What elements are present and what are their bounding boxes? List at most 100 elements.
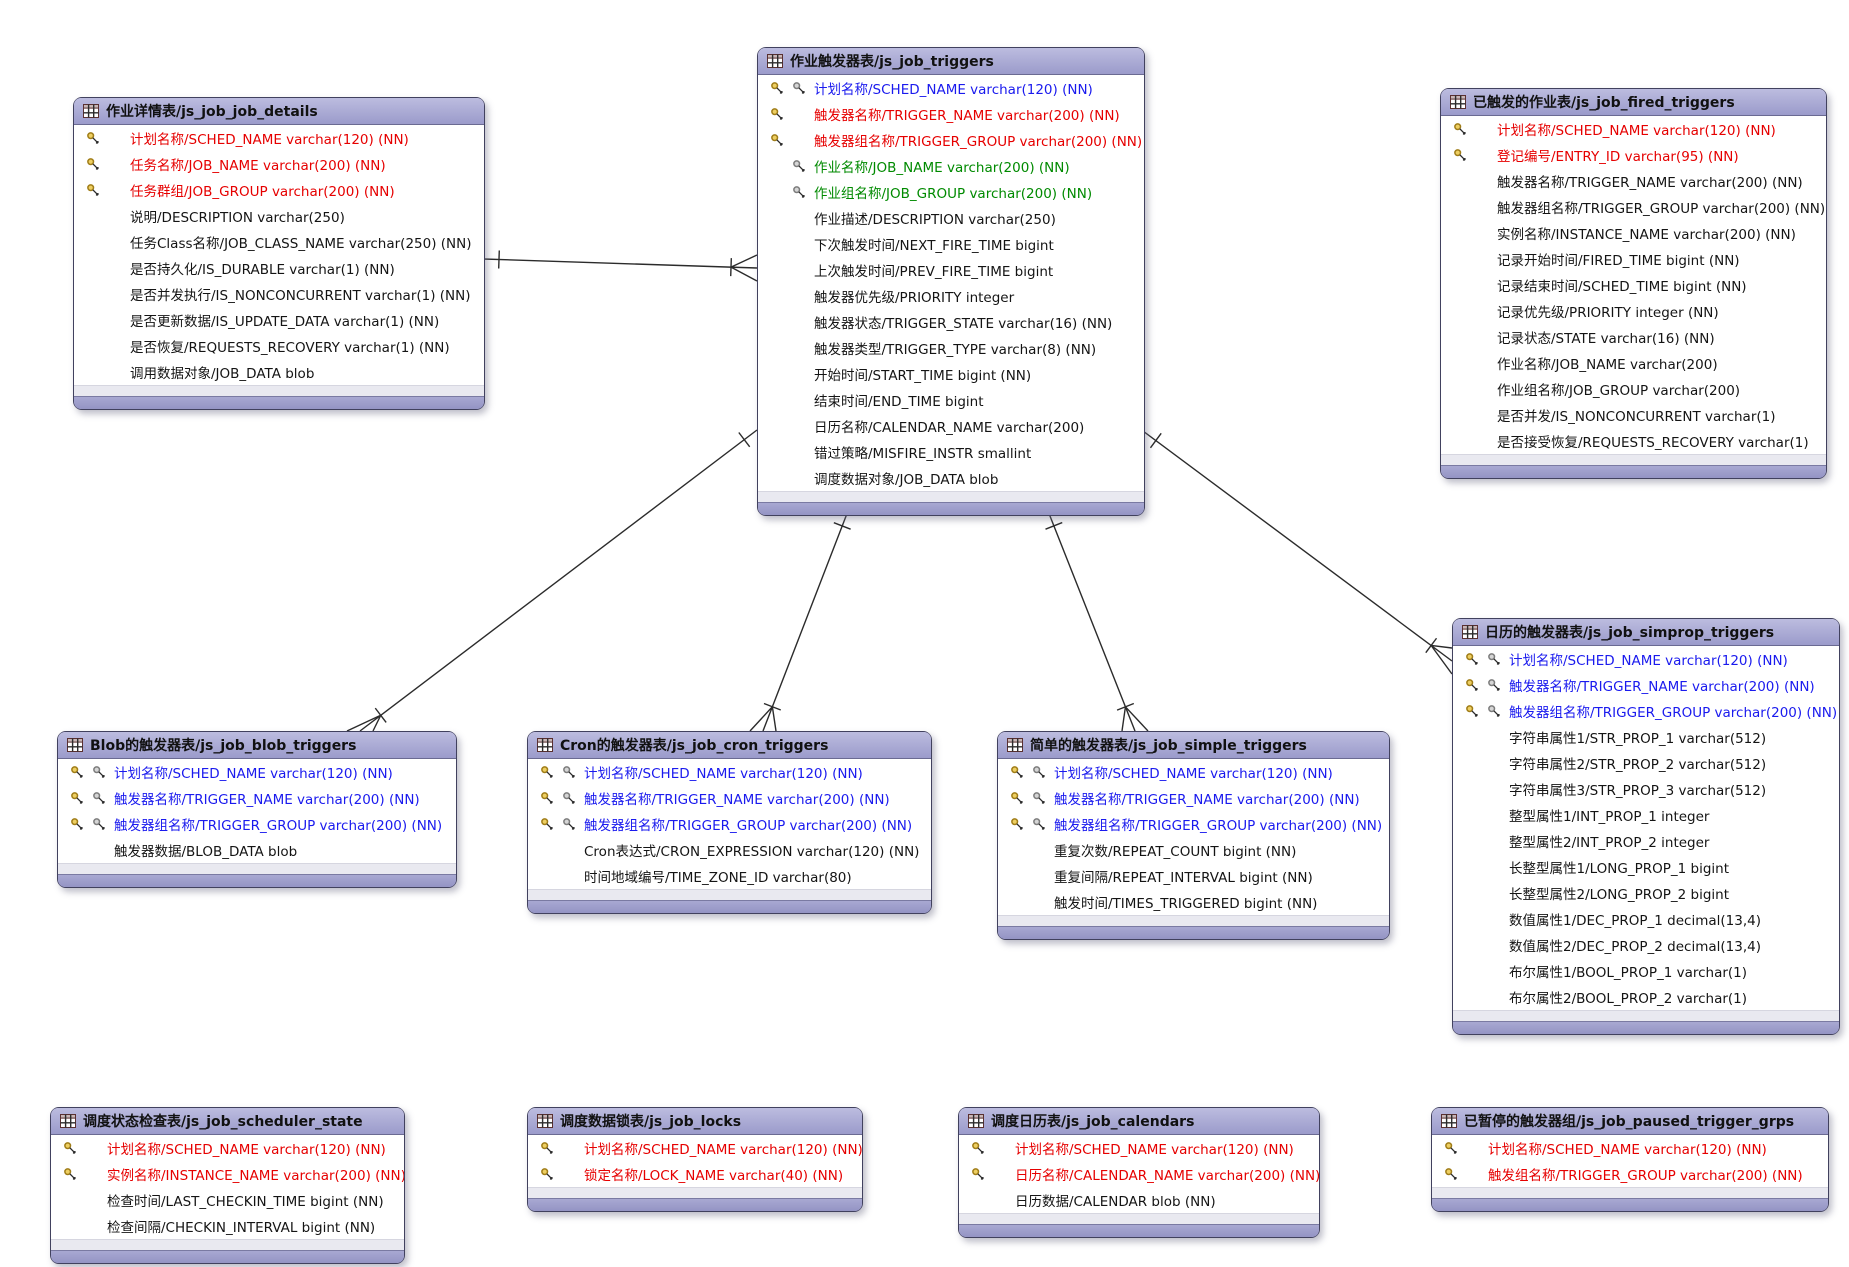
field-row[interactable]: 作业名称/JOB_NAME varchar(200) (NN) [758, 153, 1144, 179]
table-js_job_locks[interactable]: 调度数据锁表/js_job_locks 计划名称/SCHED_NAME va [527, 1107, 863, 1212]
field-row[interactable]: 数值属性2/DEC_PROP_2 decimal(13,4) [1453, 932, 1839, 958]
field-row[interactable]: 触发器组名称/TRIGGER_GROUP varchar(200) (NN) [58, 811, 456, 837]
table-js_job_simprop_triggers[interactable]: 日历的触发器表/js_job_simprop_triggers 计划名称/S [1452, 618, 1840, 1035]
field-row[interactable]: Cron表达式/CRON_EXPRESSION varchar(120) (NN… [528, 837, 931, 863]
field-row[interactable]: 任务群组/JOB_GROUP varchar(200) (NN) [74, 177, 484, 203]
table-header[interactable]: 作业触发器表/js_job_triggers [758, 48, 1144, 75]
field-row[interactable]: 整型属性2/INT_PROP_2 integer [1453, 828, 1839, 854]
field-row[interactable]: 调度数据对象/JOB_DATA blob [758, 465, 1144, 491]
field-row[interactable]: 整型属性1/INT_PROP_1 integer [1453, 802, 1839, 828]
field-row[interactable]: 记录状态/STATE varchar(16) (NN) [1441, 324, 1826, 350]
table-header[interactable]: 已暂停的触发器组/js_job_paused_trigger_grps [1432, 1108, 1828, 1135]
field-row[interactable]: 作业组名称/JOB_GROUP varchar(200) (NN) [758, 179, 1144, 205]
field-row[interactable]: 触发器名称/TRIGGER_NAME varchar(200) (NN) [528, 785, 931, 811]
field-row[interactable]: 说明/DESCRIPTION varchar(250) [74, 203, 484, 229]
field-row[interactable]: 任务名称/JOB_NAME varchar(200) (NN) [74, 151, 484, 177]
table-js_job_job_details[interactable]: 作业详情表/js_job_job_details 计划名称/SCHED_NA [73, 97, 485, 410]
field-row[interactable]: 是否恢复/REQUESTS_RECOVERY varchar(1) (NN) [74, 333, 484, 359]
table-js_job_simple_triggers[interactable]: 简单的触发器表/js_job_simple_triggers 计划名称/SC [997, 731, 1390, 940]
field-row[interactable]: 计划名称/SCHED_NAME varchar(120) (NN) [58, 759, 456, 785]
field-row[interactable]: 触发器状态/TRIGGER_STATE varchar(16) (NN) [758, 309, 1144, 335]
field-row[interactable]: 是否更新数据/IS_UPDATE_DATA varchar(1) (NN) [74, 307, 484, 333]
table-header[interactable]: 调度日历表/js_job_calendars [959, 1108, 1319, 1135]
table-header[interactable]: 调度状态检查表/js_job_scheduler_state [51, 1108, 404, 1135]
field-row[interactable]: 计划名称/SCHED_NAME varchar(120) (NN) [758, 75, 1144, 101]
table-js_job_triggers[interactable]: 作业触发器表/js_job_triggers 计划名称/SCHED_NAME [757, 47, 1145, 516]
field-row[interactable]: 触发器名称/TRIGGER_NAME varchar(200) (NN) [58, 785, 456, 811]
field-row[interactable]: 触发器组名称/TRIGGER_GROUP varchar(200) (NN) [528, 811, 931, 837]
field-row[interactable]: 作业描述/DESCRIPTION varchar(250) [758, 205, 1144, 231]
field-row[interactable]: 调用数据对象/JOB_DATA blob [74, 359, 484, 385]
field-row[interactable]: 计划名称/SCHED_NAME varchar(120) (NN) [528, 1135, 862, 1161]
field-row[interactable]: 是否接受恢复/REQUESTS_RECOVERY varchar(1) [1441, 428, 1826, 454]
field-row[interactable]: 是否并发执行/IS_NONCONCURRENT varchar(1) (NN) [74, 281, 484, 307]
field-row[interactable]: 检查时间/LAST_CHECKIN_TIME bigint (NN) [51, 1187, 404, 1213]
field-row[interactable]: 布尔属性1/BOOL_PROP_1 varchar(1) [1453, 958, 1839, 984]
field-row[interactable]: 计划名称/SCHED_NAME varchar(120) (NN) [998, 759, 1389, 785]
field-row[interactable]: 触发器名称/TRIGGER_NAME varchar(200) (NN) [758, 101, 1144, 127]
field-row[interactable]: 日历名称/CALENDAR_NAME varchar(200) (NN) [959, 1161, 1319, 1187]
table-js_job_cron_triggers[interactable]: Cron的触发器表/js_job_cron_triggers 计划名称/SC [527, 731, 932, 914]
field-row[interactable]: 作业名称/JOB_NAME varchar(200) [1441, 350, 1826, 376]
field-row[interactable]: 字符串属性3/STR_PROP_3 varchar(512) [1453, 776, 1839, 802]
table-js_job_fired_triggers[interactable]: 已触发的作业表/js_job_fired_triggers 计划名称/SCH [1440, 88, 1827, 479]
field-row[interactable]: 记录优先级/PRIORITY integer (NN) [1441, 298, 1826, 324]
field-row[interactable]: 记录开始时间/FIRED_TIME bigint (NN) [1441, 246, 1826, 272]
field-row[interactable]: 触发器名称/TRIGGER_NAME varchar(200) (NN) [1453, 672, 1839, 698]
field-row[interactable]: 触发器名称/TRIGGER_NAME varchar(200) (NN) [998, 785, 1389, 811]
field-row[interactable]: 触发时间/TIMES_TRIGGERED bigint (NN) [998, 889, 1389, 915]
table-header[interactable]: 作业详情表/js_job_job_details [74, 98, 484, 125]
field-row[interactable]: 计划名称/SCHED_NAME varchar(120) (NN) [1432, 1135, 1828, 1161]
table-header[interactable]: 简单的触发器表/js_job_simple_triggers [998, 732, 1389, 759]
field-row[interactable]: 字符串属性1/STR_PROP_1 varchar(512) [1453, 724, 1839, 750]
field-row[interactable]: 触发器组名称/TRIGGER_GROUP varchar(200) (NN) [758, 127, 1144, 153]
field-row[interactable]: 触发组名称/TRIGGER_GROUP varchar(200) (NN) [1432, 1161, 1828, 1187]
table-js_job_blob_triggers[interactable]: Blob的触发器表/js_job_blob_triggers 计划名称/SC [57, 731, 457, 888]
field-row[interactable]: 计划名称/SCHED_NAME varchar(120) (NN) [1441, 116, 1826, 142]
field-row[interactable]: 字符串属性2/STR_PROP_2 varchar(512) [1453, 750, 1839, 776]
field-row[interactable]: 布尔属性2/BOOL_PROP_2 varchar(1) [1453, 984, 1839, 1010]
table-header[interactable]: Cron的触发器表/js_job_cron_triggers [528, 732, 931, 759]
field-row[interactable]: 日历数据/CALENDAR blob (NN) [959, 1187, 1319, 1213]
field-row[interactable]: 实例名称/INSTANCE_NAME varchar(200) (NN) [51, 1161, 404, 1187]
field-row[interactable]: 触发器组名称/TRIGGER_GROUP varchar(200) (NN) [1441, 194, 1826, 220]
field-row[interactable]: 记录结束时间/SCHED_TIME bigint (NN) [1441, 272, 1826, 298]
table-header[interactable]: Blob的触发器表/js_job_blob_triggers [58, 732, 456, 759]
table-js_job_paused_trigger_grps[interactable]: 已暂停的触发器组/js_job_paused_trigger_grps 计划 [1431, 1107, 1829, 1212]
table-header[interactable]: 已触发的作业表/js_job_fired_triggers [1441, 89, 1826, 116]
field-row[interactable]: 触发器组名称/TRIGGER_GROUP varchar(200) (NN) [998, 811, 1389, 837]
field-row[interactable]: 计划名称/SCHED_NAME varchar(120) (NN) [74, 125, 484, 151]
field-row[interactable]: 开始时间/START_TIME bigint (NN) [758, 361, 1144, 387]
field-row[interactable]: 计划名称/SCHED_NAME varchar(120) (NN) [528, 759, 931, 785]
field-row[interactable]: 时间地域编号/TIME_ZONE_ID varchar(80) [528, 863, 931, 889]
field-row[interactable]: 登记编号/ENTRY_ID varchar(95) (NN) [1441, 142, 1826, 168]
field-row[interactable]: 结束时间/END_TIME bigint [758, 387, 1144, 413]
field-row[interactable]: 检查间隔/CHECKIN_INTERVAL bigint (NN) [51, 1213, 404, 1239]
field-row[interactable]: 上次触发时间/PREV_FIRE_TIME bigint [758, 257, 1144, 283]
field-row[interactable]: 实例名称/INSTANCE_NAME varchar(200) (NN) [1441, 220, 1826, 246]
field-row[interactable]: 触发器组名称/TRIGGER_GROUP varchar(200) (NN) [1453, 698, 1839, 724]
field-row[interactable]: 数值属性1/DEC_PROP_1 decimal(13,4) [1453, 906, 1839, 932]
field-row[interactable]: 锁定名称/LOCK_NAME varchar(40) (NN) [528, 1161, 862, 1187]
field-row[interactable]: 是否持久化/IS_DURABLE varchar(1) (NN) [74, 255, 484, 281]
field-row[interactable]: 是否并发/IS_NONCONCURRENT varchar(1) [1441, 402, 1826, 428]
field-row[interactable]: 长整型属性1/LONG_PROP_1 bigint [1453, 854, 1839, 880]
table-header[interactable]: 日历的触发器表/js_job_simprop_triggers [1453, 619, 1839, 646]
table-header[interactable]: 调度数据锁表/js_job_locks [528, 1108, 862, 1135]
field-row[interactable]: 错过策略/MISFIRE_INSTR smallint [758, 439, 1144, 465]
field-row[interactable]: 计划名称/SCHED_NAME varchar(120) (NN) [959, 1135, 1319, 1161]
field-row[interactable]: 计划名称/SCHED_NAME varchar(120) (NN) [51, 1135, 404, 1161]
field-row[interactable]: 长整型属性2/LONG_PROP_2 bigint [1453, 880, 1839, 906]
field-row[interactable]: 作业组名称/JOB_GROUP varchar(200) [1441, 376, 1826, 402]
field-row[interactable]: 日历名称/CALENDAR_NAME varchar(200) [758, 413, 1144, 439]
field-row[interactable]: 触发器数据/BLOB_DATA blob [58, 837, 456, 863]
field-row[interactable]: 触发器优先级/PRIORITY integer [758, 283, 1144, 309]
field-row[interactable]: 重复间隔/REPEAT_INTERVAL bigint (NN) [998, 863, 1389, 889]
field-row[interactable]: 重复次数/REPEAT_COUNT bigint (NN) [998, 837, 1389, 863]
field-row[interactable]: 触发器类型/TRIGGER_TYPE varchar(8) (NN) [758, 335, 1144, 361]
field-row[interactable]: 任务Class名称/JOB_CLASS_NAME varchar(250) (N… [74, 229, 484, 255]
table-js_job_calendars[interactable]: 调度日历表/js_job_calendars 计划名称/SCHED_NAME [958, 1107, 1320, 1238]
field-row[interactable]: 下次触发时间/NEXT_FIRE_TIME bigint [758, 231, 1144, 257]
field-row[interactable]: 计划名称/SCHED_NAME varchar(120) (NN) [1453, 646, 1839, 672]
field-row[interactable]: 触发器名称/TRIGGER_NAME varchar(200) (NN) [1441, 168, 1826, 194]
